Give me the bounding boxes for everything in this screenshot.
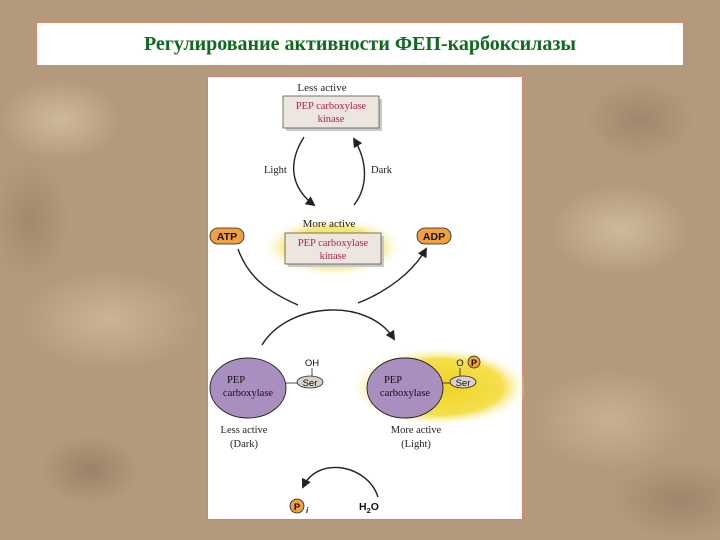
dark-label: Dark xyxy=(371,165,393,176)
light-arrow xyxy=(292,136,316,207)
kinase-top-label-1: PEP carboxylase xyxy=(296,101,367,112)
enzyme-left xyxy=(209,357,287,419)
kinase-top-state: Less active xyxy=(297,82,346,94)
enzyme-right-name-2: carboxylase xyxy=(380,388,430,399)
ser-right-label: Ser xyxy=(456,378,471,389)
oh-group: OH xyxy=(305,358,319,369)
atp-curve xyxy=(237,248,299,306)
ser-right-badge xyxy=(449,375,477,389)
pi-badge xyxy=(289,498,305,514)
phosphate-badge xyxy=(467,355,481,369)
kinase-bottom-box xyxy=(284,232,382,265)
pep-carboxylase-regulation-diagram: Less active PEP carboxylase kinase Light… xyxy=(209,82,530,515)
enzyme-left-state: Less active xyxy=(221,425,268,436)
kinase-top-box xyxy=(282,95,380,129)
title-box: Регулирование активности ФЕП-карбоксилаз… xyxy=(36,22,684,66)
atp-badge xyxy=(209,227,245,245)
h2o-o: O xyxy=(371,501,379,513)
enzyme-left-name-2: carboxylase xyxy=(223,388,273,399)
enzyme-right-state: More active xyxy=(391,425,442,436)
adp-badge xyxy=(416,227,452,245)
enzyme-right xyxy=(366,357,444,419)
enzyme-right-condition: (Light) xyxy=(401,439,431,450)
dephosphorylation-arrow xyxy=(301,466,379,498)
enzyme-left-name-1: PEP xyxy=(227,375,245,386)
enzyme-right-name-1: PEP xyxy=(384,375,402,386)
ser-left-badge xyxy=(296,375,324,389)
pi-p: P xyxy=(294,502,301,513)
pi-sub: i xyxy=(306,506,309,515)
adp-label: ADP xyxy=(423,231,445,243)
light-label: Light xyxy=(264,165,287,176)
h2o-h: H xyxy=(359,501,367,513)
atp-label: ATP xyxy=(217,231,237,243)
kinase-top-label-2: kinase xyxy=(318,114,345,125)
phosphate-label: P xyxy=(471,358,477,368)
kinase-bottom-label-2: kinase xyxy=(320,251,347,262)
h2o-label: H2O xyxy=(359,501,379,515)
kinase-bottom-label-1: PEP carboxylase xyxy=(298,238,369,249)
slide-title: Регулирование активности ФЕП-карбоксилаз… xyxy=(143,32,577,55)
adp-arrow xyxy=(357,247,427,304)
dark-arrow xyxy=(352,137,366,206)
enzyme-left-condition: (Dark) xyxy=(230,439,258,450)
h2o-sub: 2 xyxy=(367,506,371,515)
ser-left-label: Ser xyxy=(303,378,318,389)
diagram-panel: Less active PEP carboxylase kinase Light… xyxy=(207,76,530,520)
o-group: O xyxy=(456,358,463,369)
phosphorylation-arrow xyxy=(261,309,396,346)
kinase-bottom-state: More active xyxy=(303,218,356,230)
